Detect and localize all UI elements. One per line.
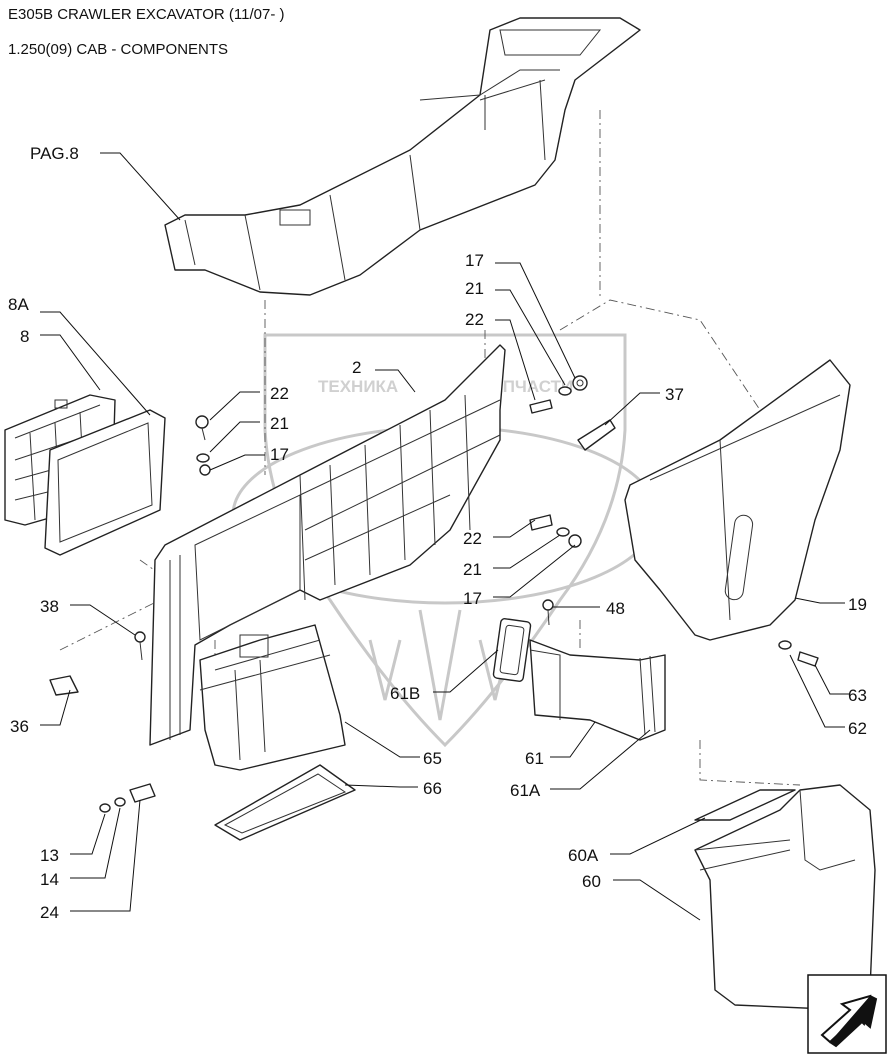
callout-17-mid: 17 xyxy=(463,589,482,608)
section-title: 1.250(09) CAB - COMPONENTS xyxy=(8,41,229,58)
next-page-arrow-icon[interactable] xyxy=(807,974,887,1054)
callout-21-left: 21 xyxy=(270,414,289,433)
callout-2: 2 xyxy=(352,358,361,377)
callout-8: 8 xyxy=(20,327,29,346)
part-65-duct-box xyxy=(199,624,346,771)
callout-36: 36 xyxy=(10,717,29,736)
fasteners xyxy=(49,375,819,813)
callout-17-left: 17 xyxy=(270,445,289,464)
part-60-lower-duct xyxy=(694,784,876,1011)
callout-21-top: 21 xyxy=(465,279,484,298)
callout-22-top: 22 xyxy=(465,310,484,329)
callout-pag8: PAG.8 xyxy=(30,144,79,163)
callout-62: 62 xyxy=(848,719,867,738)
top-console-part xyxy=(164,17,641,296)
callout-61: 61 xyxy=(525,749,544,768)
callout-61A: 61A xyxy=(510,781,541,800)
callout-17-top: 17 xyxy=(465,251,484,270)
callout-63: 63 xyxy=(848,686,867,705)
callout-21-mid: 21 xyxy=(463,560,482,579)
callout-48: 48 xyxy=(606,599,625,618)
leader-lines xyxy=(40,152,850,921)
callout-60: 60 xyxy=(582,872,601,891)
callout-24: 24 xyxy=(40,903,59,922)
callout-14: 14 xyxy=(40,870,59,889)
part-61-air-duct xyxy=(529,639,666,741)
callout-60A: 60A xyxy=(568,846,599,865)
callout-61B: 61B xyxy=(390,684,420,703)
model-title: E305B CRAWLER EXCAVATOR (11/07- ) xyxy=(8,6,285,23)
callout-38: 38 xyxy=(40,597,59,616)
callout-65: 65 xyxy=(423,749,442,768)
callout-37: 37 xyxy=(665,385,684,404)
part-66-gasket xyxy=(214,764,356,841)
callout-66: 66 xyxy=(423,779,442,798)
callout-labels: PAG.8 8A 8 2 17 21 22 37 22 21 17 22 21 … xyxy=(8,144,867,922)
part-8a-gasket xyxy=(44,409,166,556)
callout-8A: 8A xyxy=(8,295,29,314)
callout-22-mid: 22 xyxy=(463,529,482,548)
callout-22-left: 22 xyxy=(270,384,289,403)
callout-19: 19 xyxy=(848,595,867,614)
callout-13: 13 xyxy=(40,846,59,865)
part-19-side-cover xyxy=(624,359,851,641)
watermark-right-text: ЗАПЧАСТИ xyxy=(480,377,573,396)
part-2-main-panel xyxy=(149,344,506,746)
watermark-left-text: ТЕХНИКА xyxy=(318,377,398,396)
part-61b-gasket xyxy=(492,618,532,682)
